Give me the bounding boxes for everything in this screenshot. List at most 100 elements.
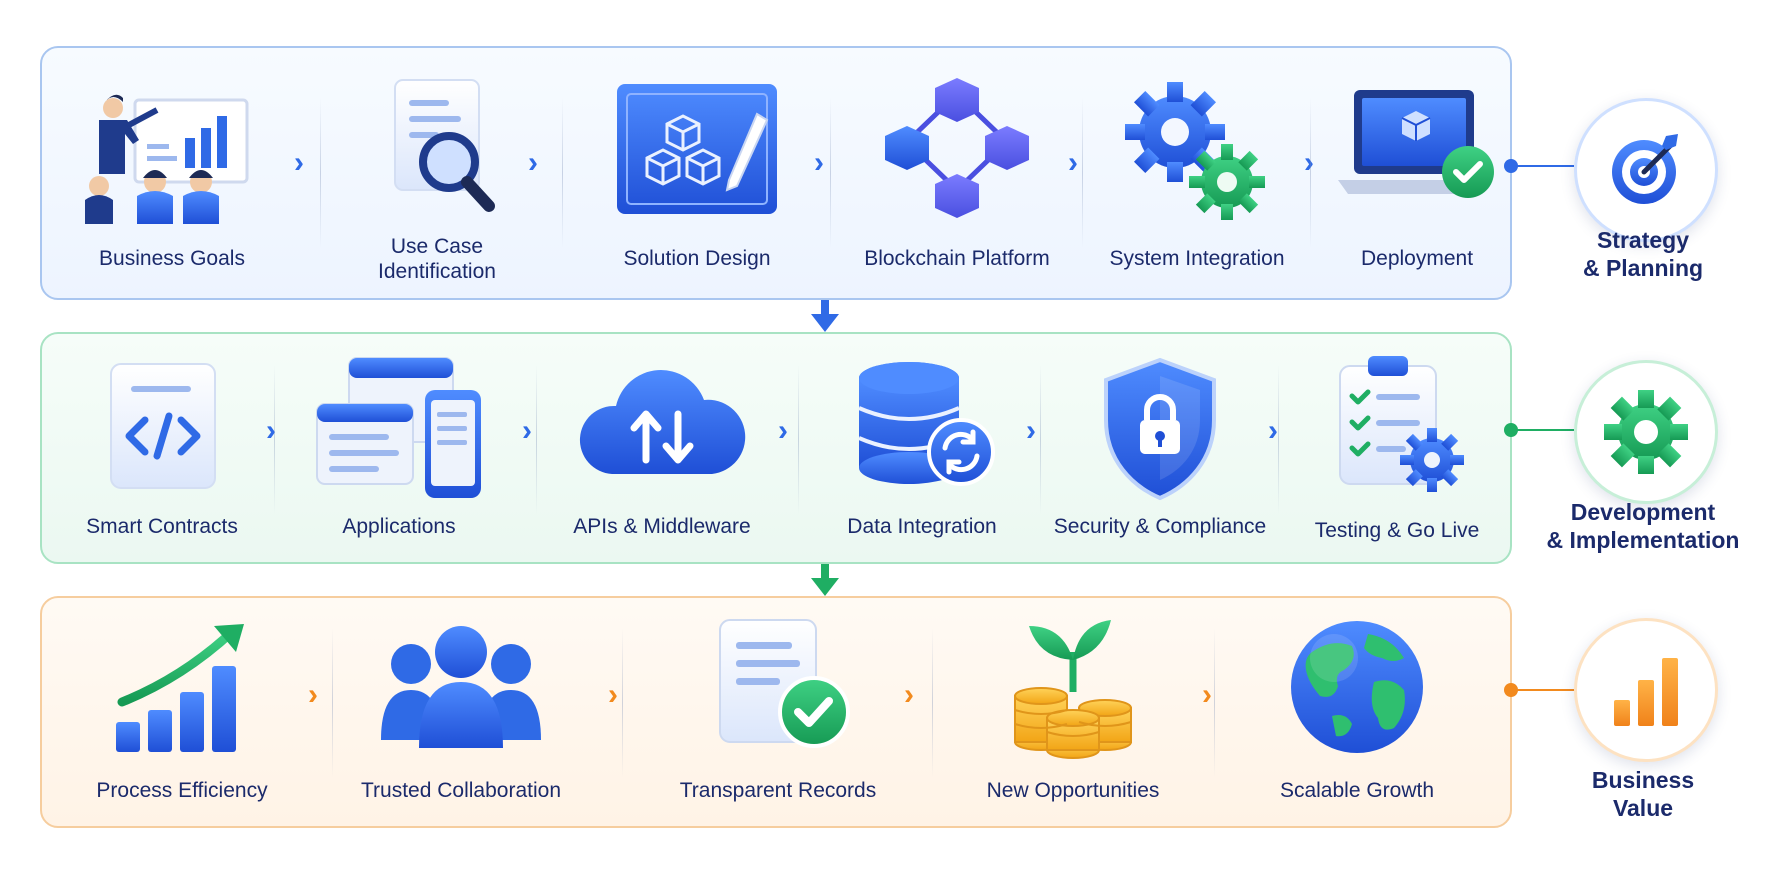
step-transparent-records: Transparent Records	[628, 598, 928, 826]
step-solution-design: Solution Design	[572, 48, 822, 298]
step-label: System Integration	[1109, 247, 1285, 270]
step-label: Deployment	[1360, 247, 1474, 270]
chevron-right-icon: ›	[1202, 678, 1212, 711]
step-label: Process Efficiency	[96, 779, 268, 802]
divider	[536, 364, 537, 514]
step-label: Testing & Go Live	[1314, 519, 1480, 542]
arrow-down-icon	[811, 300, 839, 332]
checklist-gear-icon	[1339, 356, 1464, 492]
chevron-right-icon: ›	[1304, 146, 1314, 179]
step-label: APIs & Middleware	[573, 515, 751, 538]
phase-badge	[1574, 360, 1718, 504]
step-business-goals: Business Goals	[42, 48, 302, 298]
divider	[320, 98, 321, 248]
divider	[274, 364, 275, 514]
chevron-right-icon: ›	[1268, 414, 1278, 447]
step-applications: Applications	[290, 334, 508, 562]
divider	[1082, 98, 1083, 248]
document-check-icon	[719, 619, 850, 748]
chevron-right-icon: ›	[308, 678, 318, 711]
step-label: Trusted Collaboration	[361, 779, 561, 802]
gear-icon	[1604, 390, 1688, 474]
connector-line	[1512, 429, 1574, 431]
step-scalable-growth: Scalable Growth	[1216, 598, 1498, 826]
step-deployment: Deployment	[1312, 48, 1522, 298]
connector-line	[1512, 165, 1574, 167]
document-search-icon	[394, 79, 495, 212]
step-new-opportunities: New Opportunities	[938, 598, 1208, 826]
phase-label: Development& Implementation	[1546, 499, 1740, 553]
divider	[622, 628, 623, 778]
divider	[332, 628, 333, 778]
app-windows-icon	[316, 357, 481, 498]
chevron-right-icon: ›	[266, 414, 276, 447]
step-trusted-collaboration: Trusted Collaboration	[338, 598, 584, 826]
network-blocks-icon	[885, 78, 1029, 218]
step-label: Security & Compliance	[1053, 515, 1267, 538]
divider	[562, 98, 563, 248]
step-blockchain-platform: Blockchain Platform	[832, 48, 1082, 298]
step-label: Business Goals	[99, 247, 245, 270]
blueprint-icon	[617, 84, 777, 214]
development-row: Smart Contracts › Applications › APIs & …	[40, 332, 1512, 564]
shield-lock-icon	[1104, 357, 1216, 501]
divider	[1278, 364, 1279, 514]
chevron-right-icon: ›	[1026, 414, 1036, 447]
step-apis-middleware: APIs & Middleware	[542, 334, 782, 562]
target-icon	[1612, 134, 1678, 204]
phase-development: Development& Implementation	[1504, 352, 1774, 566]
laptop-check-icon	[1338, 90, 1494, 198]
arrow-down-icon	[811, 564, 839, 596]
cloud-sync-icon	[579, 370, 746, 474]
chevron-right-icon: ›	[1068, 146, 1078, 179]
presentation-icon	[85, 94, 249, 224]
step-smart-contracts: Smart Contracts	[42, 334, 282, 562]
divider	[798, 364, 799, 514]
connector-dot	[1504, 423, 1518, 437]
coins-plant-icon	[1014, 620, 1132, 759]
chevron-right-icon: ›	[608, 678, 618, 711]
divider	[1040, 364, 1041, 514]
step-system-integration: System Integration	[1082, 48, 1312, 298]
step-process-efficiency: Process Efficiency	[42, 598, 322, 826]
step-label: Solution Design	[623, 247, 771, 270]
step-label: Blockchain Platform	[864, 247, 1050, 270]
divider	[830, 98, 831, 248]
people-icon	[381, 626, 541, 748]
step-label: Data Integration	[847, 515, 997, 538]
step-label: Applications	[342, 515, 456, 538]
step-label: Transparent Records	[679, 779, 877, 802]
gears-icon	[1125, 82, 1265, 220]
divider	[1214, 628, 1215, 778]
step-label: New Opportunities	[986, 779, 1160, 802]
connector-dot	[1504, 159, 1518, 173]
connector-dot	[1504, 683, 1518, 697]
phase-strategy: Strategy& Planning	[1504, 66, 1774, 281]
globe-icon	[1291, 621, 1423, 753]
chevron-right-icon: ›	[778, 414, 788, 447]
chevron-right-icon: ›	[814, 146, 824, 179]
database-sync-icon	[858, 362, 995, 486]
phase-label: Strategy& Planning	[1582, 227, 1704, 281]
step-label: Scalable Growth	[1279, 779, 1435, 802]
code-document-icon	[110, 363, 216, 489]
chevron-right-icon: ›	[528, 146, 538, 179]
chevron-right-icon: ›	[294, 146, 304, 179]
step-label: Smart Contracts	[86, 515, 238, 538]
step-testing-go-live: Testing & Go Live	[1282, 334, 1512, 562]
value-row: Process Efficiency › Trusted Collaborati…	[40, 596, 1512, 828]
step-security-compliance: Security & Compliance	[1042, 334, 1278, 562]
bar-chart-icon	[1614, 658, 1678, 726]
connector-line	[1512, 689, 1574, 691]
phase-badge	[1574, 98, 1718, 242]
phase-badge	[1574, 618, 1718, 762]
chevron-right-icon: ›	[904, 678, 914, 711]
step-data-integration: Data Integration	[802, 334, 1042, 562]
growth-chart-icon	[116, 624, 244, 752]
divider	[1310, 98, 1311, 248]
